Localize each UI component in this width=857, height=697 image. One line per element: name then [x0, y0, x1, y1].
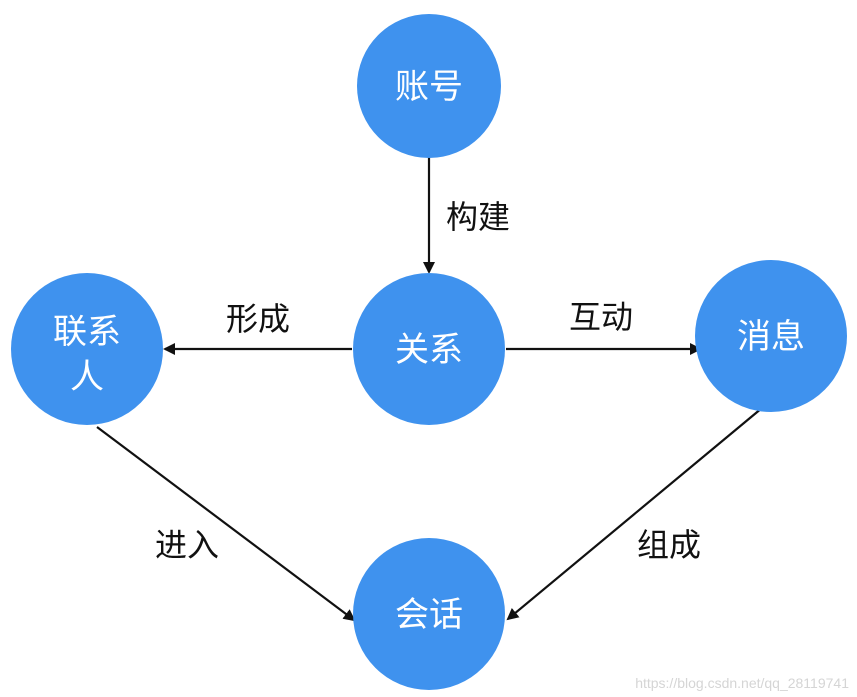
- edge-label-build: 构建: [446, 198, 510, 236]
- node-account-label: 账号: [395, 67, 463, 107]
- node-contact: 联系 人: [11, 273, 163, 425]
- node-contact-label-line2: 人: [70, 357, 104, 397]
- node-message: 消息: [695, 260, 847, 412]
- edge-label-form: 形成: [226, 300, 290, 338]
- node-session-label: 会话: [395, 595, 463, 635]
- watermark-url: https://blog.csdn.net/qq_28119741: [635, 675, 849, 691]
- node-message-label: 消息: [737, 317, 805, 357]
- edge-label-compose: 组成: [637, 526, 701, 564]
- node-account: 账号: [357, 14, 501, 158]
- edge-label-enter: 进入: [155, 526, 219, 564]
- node-relation-label: 关系: [395, 330, 463, 370]
- edge-message-to-session: [506, 407, 763, 621]
- node-relation: 关系: [353, 273, 505, 425]
- edge-contact-to-session: [96, 426, 356, 622]
- edge-label-interact: 互动: [569, 298, 633, 336]
- node-contact-label-line1: 联系: [53, 312, 121, 352]
- node-session: 会话: [353, 538, 505, 690]
